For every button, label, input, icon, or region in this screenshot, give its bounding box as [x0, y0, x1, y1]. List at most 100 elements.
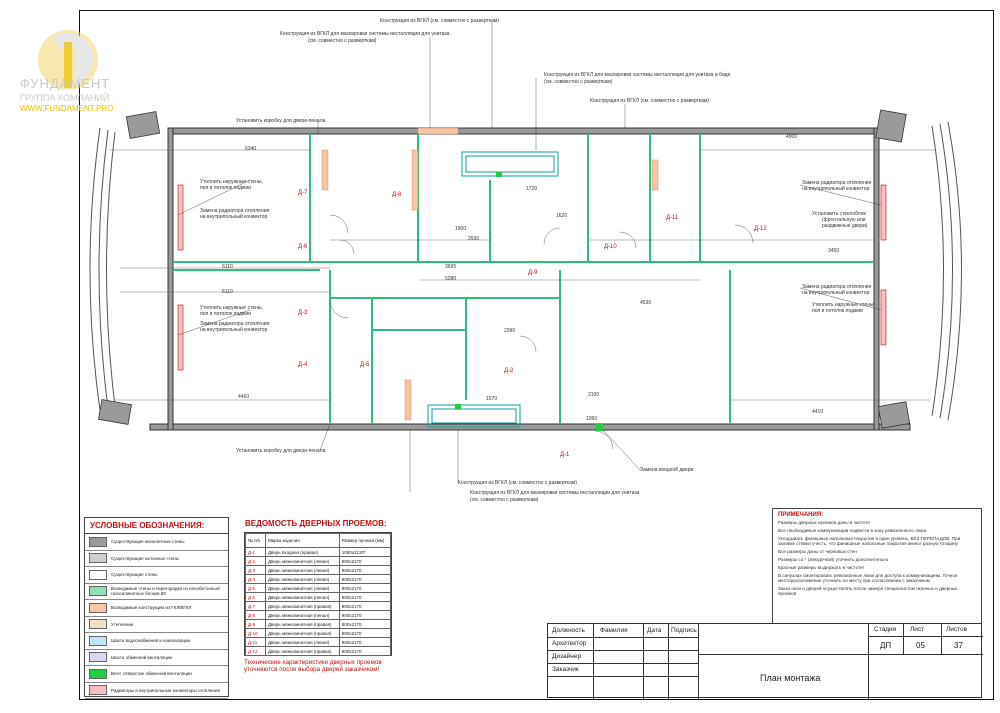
door-mark: Д-11 — [245, 637, 266, 647]
dim-label: 4460 — [238, 394, 250, 400]
callout-glass-a: Установить стеклоблок — [812, 211, 866, 217]
legend-swatch — [89, 652, 107, 663]
callout-install-wc-bidet-b: (см. совместно с разверткам) — [544, 79, 613, 85]
legend-label: Существующие стены — [111, 572, 158, 578]
sheet-title: План монтажа — [760, 673, 821, 683]
notes-panel: ПРИМЕЧАНИЯ: Размеры дверных проемов даны… — [772, 508, 982, 624]
notes-title: ПРИМЕЧАНИЯ: — [778, 512, 824, 518]
door-tag: Д-6 — [298, 244, 308, 250]
legend-item: Существующие монолитные стены — [85, 534, 228, 551]
callout-insulate-right-b: пол и потолок лоджии — [812, 308, 863, 314]
legend-item: Существующие стены — [85, 567, 228, 584]
legend-swatch — [89, 635, 107, 646]
radiators — [177, 184, 887, 371]
callout-insulate-left-2b: пол и потолок лоджии — [200, 311, 251, 317]
stamp-stage-label: Стадия — [874, 626, 897, 633]
stamp-col-date: Дата — [647, 627, 662, 634]
callout-radiator-right-2a: Замена радиатора отопления — [802, 284, 872, 290]
note-item: Размеры дверных проемов даны в чистоте — [778, 520, 870, 525]
dim-label: 5280 — [445, 276, 457, 282]
legend-label: Существующие колонные стены — [111, 555, 179, 561]
stamp-col-role: Должность — [552, 627, 585, 634]
door-model: Дверь межкомнатная (правая) — [265, 628, 340, 638]
legend-label: Возводимые конструкции из ГКЛ/ВГКЛ — [111, 605, 192, 611]
legend-swatch — [89, 602, 107, 613]
door-mark: Д-4 — [245, 574, 266, 584]
legend-panel: УСЛОВНЫЕ ОБОЗНАЧЕНИЯ: Существующие монол… — [84, 517, 229, 699]
door-size: 900х2170 — [338, 574, 392, 584]
callout-radiator-right-2b: на внутрипольный конвектор — [802, 290, 870, 296]
callout-radiator-left-1a: Замена радиатора отопления — [200, 208, 270, 214]
legend-item: Вент. отверстие обменной вентиляции — [85, 666, 228, 683]
door-size: 900х2170 — [338, 592, 392, 602]
dim-label: 1570 — [486, 396, 498, 402]
door-mark: Д-6 — [245, 592, 266, 602]
drywall — [321, 127, 659, 421]
callout-vgkl-top: Конструкция из ВГКЛ (см. совместно с раз… — [380, 18, 499, 24]
legend-label: Радиаторы и внутрипольные конвекторы ото… — [111, 687, 220, 693]
dim-label: 2390 — [504, 328, 516, 334]
title-block: Должность Фамилия Дата Подпись Архитекто… — [547, 623, 983, 699]
new-partitions — [173, 134, 874, 424]
callout-radiator-left-2a: Замена радиатора отопления — [200, 321, 270, 327]
legend-swatch — [89, 619, 107, 630]
callout-radiator-right-1b: на внутрипольный конвектор — [802, 186, 870, 192]
legend-swatch — [89, 553, 107, 564]
door-model: Дверь входная (правая) — [265, 547, 340, 557]
door-tag: Д-5 — [360, 362, 370, 368]
outer-walls — [149, 127, 911, 431]
loggia-left — [89, 127, 116, 411]
dim-label: 6110 — [222, 264, 233, 270]
columns — [98, 109, 911, 429]
legend-item: Шахта водоснабжения и канализации — [85, 633, 228, 650]
door-schedule: № п/п Марка изделия Размер проема (мм) Д… — [244, 532, 392, 656]
dim-label: 3450 — [828, 248, 840, 254]
door-size: 900х2170 — [338, 646, 392, 656]
doors-header-size: Размер проема (мм) — [338, 533, 392, 548]
door-size: 900х2170 — [338, 556, 392, 566]
door-tag: Д-1 — [560, 452, 570, 458]
legend-title: УСЛОВНЫЕ ОБОЗНАЧЕНИЯ: — [85, 518, 228, 534]
company-logo-icon — [38, 30, 98, 90]
note-item: В санузлах смонтировать ревизионные люки… — [778, 573, 958, 583]
legend-swatch — [89, 586, 107, 597]
legend-label: Шахта водоснабжения и канализации — [111, 638, 191, 644]
bathtub-top — [461, 151, 559, 177]
callout-insulate-left-1a: Утеплить наружные стены, — [200, 179, 263, 185]
doors-title: ВЕДОМОСТЬ ДВЕРНЫХ ПРОЕМОВ: — [245, 519, 387, 528]
legend-swatch — [89, 685, 107, 696]
door-size: 900х2170 — [338, 601, 392, 611]
dim-label: 1620 — [556, 213, 568, 219]
callout-door-case-top: Установить коробку для двери-пенала — [236, 118, 326, 124]
door-swings — [329, 214, 754, 450]
bathtub-bottom — [427, 404, 521, 428]
logo-name: ФУНДАМЕНТ — [20, 76, 111, 91]
loggia-right — [931, 121, 962, 421]
stamp-stage: ДП — [880, 641, 892, 650]
door-mark: Д-5 — [245, 583, 266, 593]
door-model: Дверь межкомнатная (пенал) — [265, 592, 340, 602]
legend-label: Утепление — [111, 621, 134, 627]
callout-install-wc-bidet: Конструкция из ВГКЛ для маскировки систе… — [544, 72, 731, 78]
callout-install-wc-1: Конструкция из ВГКЛ для маскировки систе… — [280, 31, 450, 37]
door-tag: Д-12 — [754, 226, 767, 232]
doors-footnote: Технические характеристики дверных проем… — [244, 659, 382, 673]
dim-label: 3695 — [445, 264, 457, 270]
dim-label: 2930 — [468, 236, 480, 242]
dim-label: 1720 — [526, 186, 538, 192]
door-tag: Д-7 — [298, 190, 308, 196]
stamp-sheets: 37 — [954, 641, 963, 650]
door-mark: Д-8 — [245, 610, 266, 620]
door-model: Дверь межкомнатная (правая) — [265, 646, 340, 656]
dim-label: 4530 — [640, 300, 652, 306]
legend-item: Существующие колонные стены — [85, 551, 228, 567]
